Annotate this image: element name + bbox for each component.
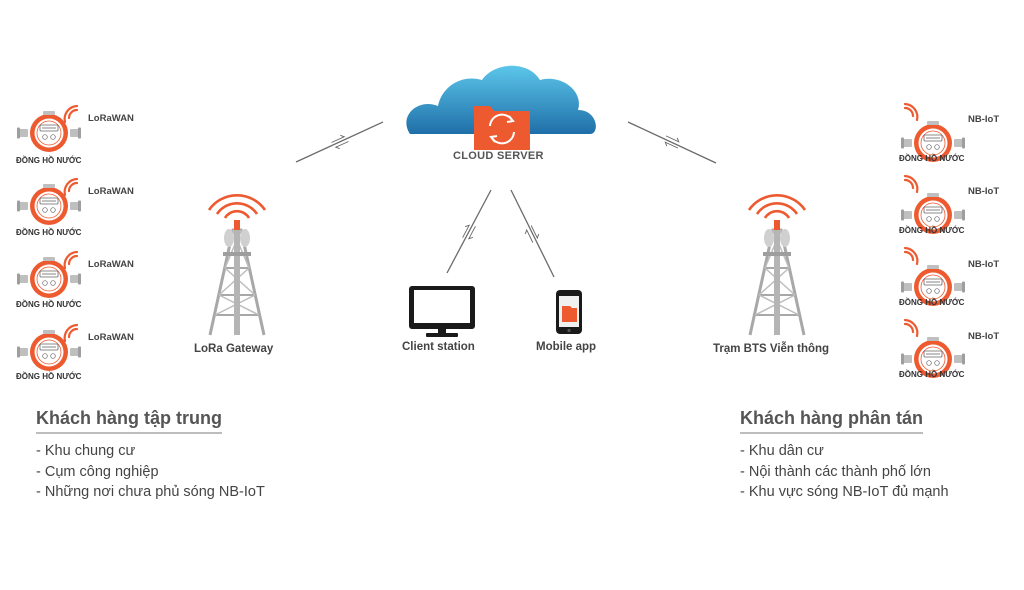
right-meter-3-label: ĐỒNG HỒ NƯỚC [899,298,965,307]
right-meter-1-protocol: NB-IoT [968,114,1000,125]
left-meter-4-protocol: LoRaWAN [88,332,134,343]
left-meter-4-label: ĐỒNG HỒ NƯỚC [16,372,82,381]
list-item: Khu dân cư [740,441,949,462]
list-item: Nội thành các thành phố lớn [740,462,949,483]
lora-gateway-label: LoRa Gateway [194,343,274,355]
cloud-server-icon [406,65,596,150]
right-meter-2-label: ĐỒNG HỒ NƯỚC [899,226,965,235]
right-meter-2-protocol: NB-IoT [968,186,1000,197]
left-meter-1-label: ĐỒNG HỒ NƯỚC [16,156,82,165]
left-meter-1-protocol: LoRaWAN [88,113,134,124]
left-meter-2-protocol: LoRaWAN [88,186,134,197]
client-station-monitor-icon [409,286,475,337]
link-gateway-cloud [295,121,384,163]
right-meter-1-label: ĐỒNG HỒ NƯỚC [899,154,965,163]
bts-tower-icon [747,193,807,337]
left-meter-3-label: ĐỒNG HỒ NƯỚC [16,300,82,309]
mobile-app-label: Mobile app [536,341,597,353]
right-meter-4-protocol: NB-IoT [968,331,1000,342]
client-station-label: Client station [402,341,475,353]
left-meter-3-icon [16,250,82,299]
right-customer-heading: Khách hàng phân tán [740,408,924,434]
list-item: Khu vực sóng NB-IoT đủ mạnh [740,482,949,503]
cloud-server-label: CLOUD SERVER [453,150,544,162]
left-customer-heading: Khách hàng tập trung [36,408,222,434]
right-meter-3-protocol: NB-IoT [968,259,1000,270]
right-meter-4-label: ĐỒNG HỒ NƯỚC [899,370,965,379]
left-customer-list: Khu chung cư Cụm công nghiệp Những nơi c… [36,441,265,503]
bts-tower-label: Trạm BTS Viễn thông [713,343,830,355]
lora-gateway-tower-icon [207,193,267,337]
list-item: Cụm công nghiệp [36,462,265,483]
left-meter-3-protocol: LoRaWAN [88,259,134,270]
left-meter-2-label: ĐỒNG HỒ NƯỚC [16,228,82,237]
list-item: Những nơi chưa phủ sóng NB-IoT [36,482,265,503]
mobile-phone-icon [556,290,582,334]
link-cloud-client [446,189,492,274]
right-customer-list: Khu dân cư Nội thành các thành phố lớn K… [740,441,949,503]
link-cloud-bts [627,121,717,164]
left-meter-4-icon [16,323,82,372]
link-cloud-mobile [510,189,555,278]
list-item: Khu chung cư [36,441,265,462]
left-meter-1-icon [16,104,82,153]
left-meter-2-icon [16,177,82,226]
